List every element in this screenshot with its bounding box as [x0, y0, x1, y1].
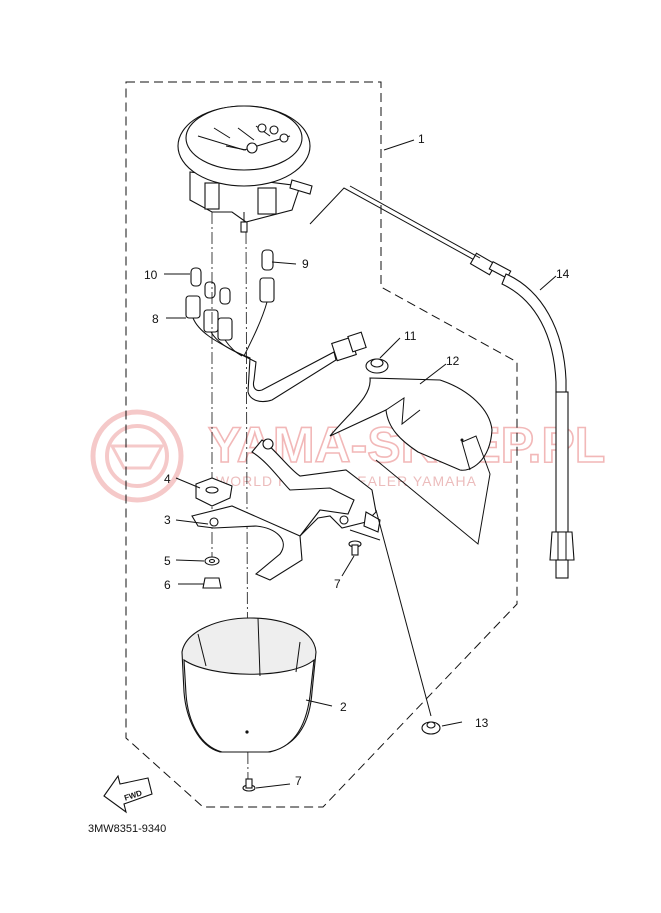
- leader-lines: [164, 139, 557, 789]
- speedometer-cable: [309, 187, 575, 579]
- callout-10: 10: [144, 268, 158, 282]
- callout-8: 8: [152, 312, 159, 326]
- fwd-arrow: FWD: [103, 774, 153, 814]
- callout-14: 14: [556, 267, 570, 281]
- meter-cover: [329, 358, 493, 471]
- meter-bracket: [191, 438, 381, 581]
- callout-3: 3: [164, 513, 171, 527]
- callout-11: 11: [404, 329, 417, 343]
- speedometer-meter: [177, 105, 313, 233]
- bulb-sockets: [185, 249, 367, 403]
- screw-hole: [460, 438, 464, 442]
- callouts: 1 2 3 4 5 6 7 7 8 9 10 11 12 13 14: [144, 132, 570, 788]
- watermark-logo: [90, 409, 184, 503]
- callout-1: 1: [418, 132, 425, 146]
- callout-4: 4: [164, 472, 171, 486]
- callout-7-housing: 7: [295, 774, 302, 788]
- callout-12: 12: [446, 354, 460, 368]
- callout-13: 13: [475, 716, 489, 730]
- diagram-code: 3MW8351-9340: [88, 823, 166, 835]
- callout-6: 6: [164, 578, 171, 592]
- housing-screw: [242, 778, 256, 792]
- callout-5: 5: [164, 554, 171, 568]
- damper-washer-nut: [195, 477, 233, 589]
- bracket-screw: [348, 540, 362, 556]
- damper-13: [421, 721, 441, 735]
- callout-2: 2: [340, 700, 347, 714]
- assembly-boundary: [125, 81, 518, 808]
- callout-9: 9: [302, 257, 309, 271]
- meter-housing: [181, 617, 317, 753]
- callout-7-bracket: 7: [334, 577, 341, 591]
